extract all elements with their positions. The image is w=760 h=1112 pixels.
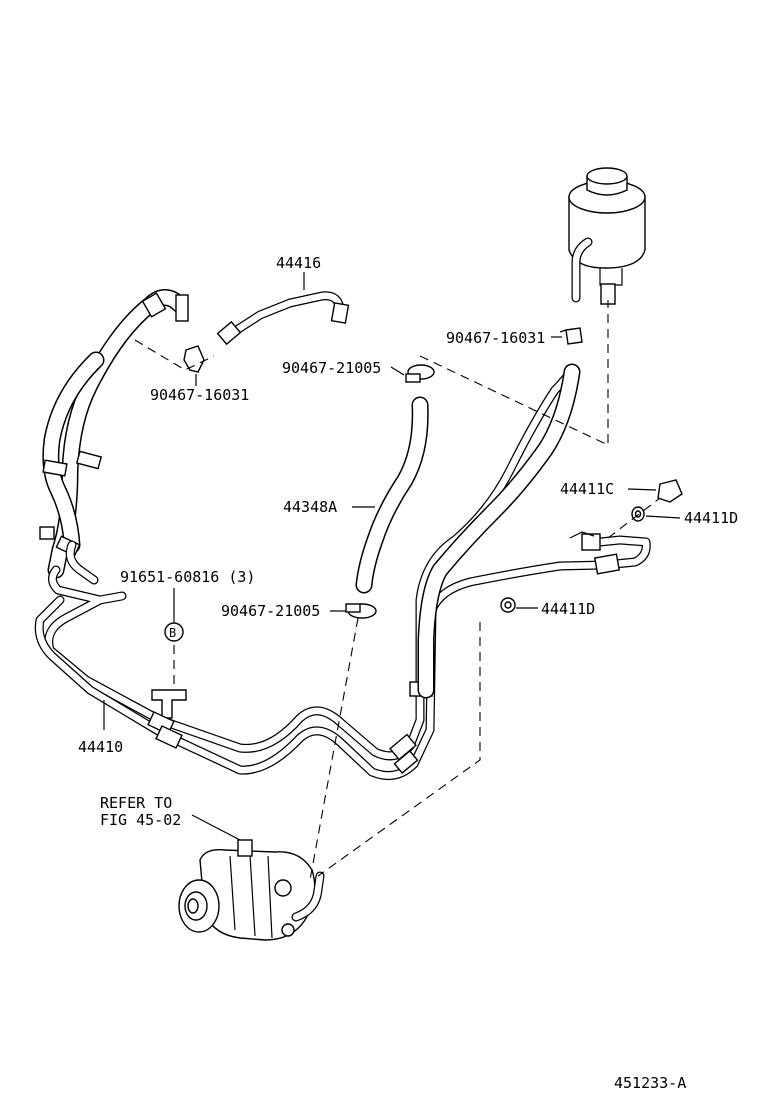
reservoir-return-hose [417, 363, 581, 699]
leader-90467-21005-top [390, 366, 405, 376]
clip-90467-16031-left [183, 345, 205, 373]
gasket-44411D-bottom [500, 597, 516, 613]
label-44411C: 44411C [560, 480, 614, 498]
label-refer-line2: FIG 45-02 [100, 811, 181, 829]
label-91651: 91651-60816 (3) [120, 568, 255, 586]
pressure-tube-44416 [216, 291, 350, 346]
clamp-90467-21005-bottom [345, 603, 377, 619]
label-44416: 44416 [276, 254, 321, 272]
label-44410: 44410 [78, 738, 123, 756]
figure-id: 451233-A [614, 1074, 686, 1092]
return-tube-assembly-44410 [34, 289, 610, 781]
dash-clip-right [419, 300, 609, 446]
dash-44411C [607, 497, 661, 539]
clamp-90467-21005-top [405, 364, 435, 383]
label-90467-21005-bottom: 90467-21005 [221, 602, 320, 620]
label-44411D-bottom: 44411D [541, 600, 595, 618]
leader-refer [191, 814, 241, 841]
suction-hose-44348A [355, 396, 429, 594]
pressure-line-fitting [569, 531, 651, 575]
leader-44411D-top [645, 515, 681, 519]
circle-b-label: B [169, 626, 176, 640]
gasket-44411D-top [631, 506, 645, 522]
label-refer-line1: REFER TO [100, 794, 172, 812]
clip-90467-16031-right [559, 327, 583, 345]
label-44348A: 44348A [283, 498, 337, 516]
leader-44411C [627, 488, 657, 491]
power-steering-pump [178, 839, 325, 941]
dash-clip-left [134, 339, 215, 371]
dash-pump-return [317, 622, 481, 877]
label-44411D-top: 44411D [684, 509, 738, 527]
reservoir-tank [568, 167, 646, 305]
bolt-91651 [164, 622, 184, 642]
union-bolt-44411C [657, 479, 683, 503]
label-90467-16031-right: 90467-16031 [446, 329, 545, 347]
label-90467-16031-left: 90467-16031 [150, 386, 249, 404]
label-90467-21005-top: 90467-21005 [282, 359, 381, 377]
